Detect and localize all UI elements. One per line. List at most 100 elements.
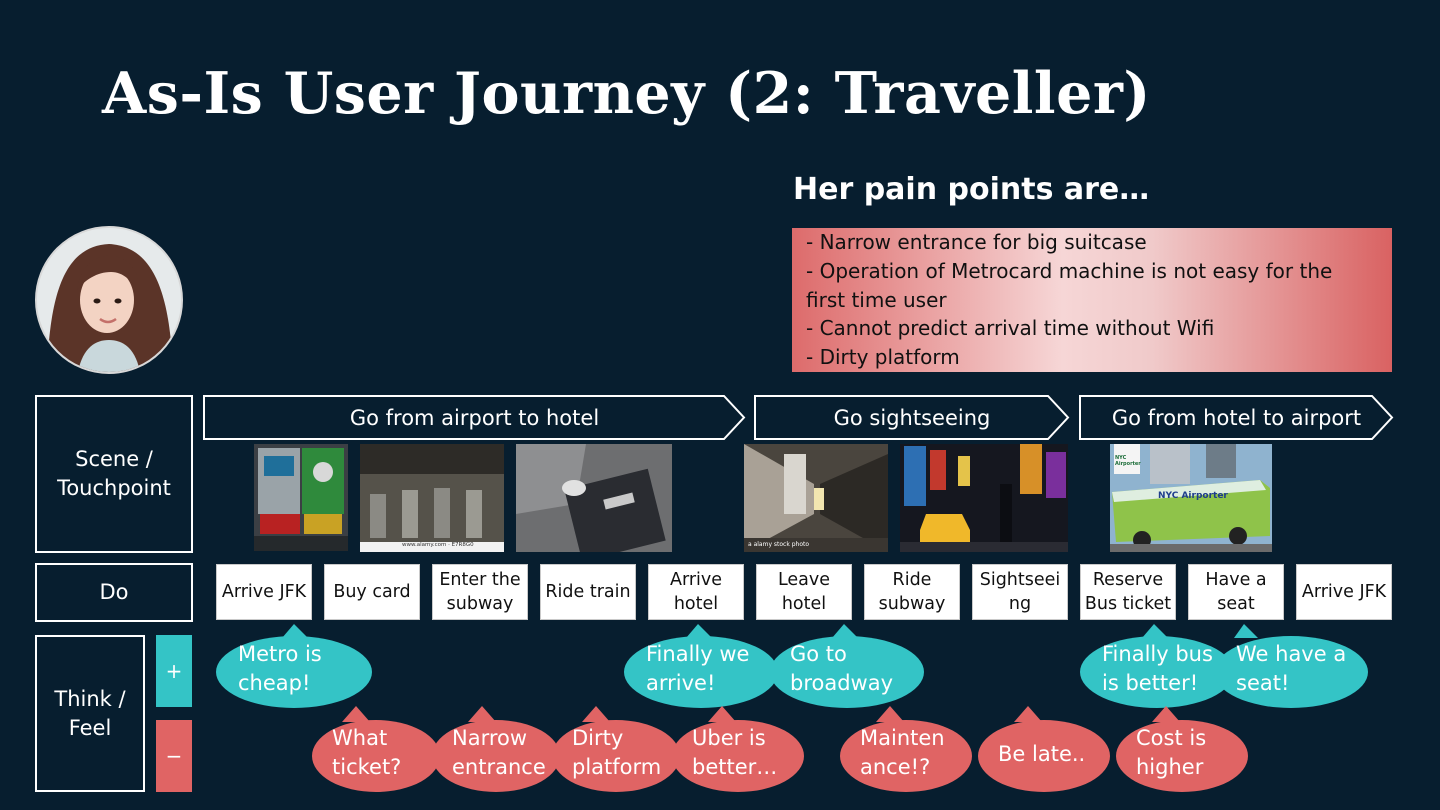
times-square-photo [900, 444, 1068, 552]
suitcase-train-photo [516, 444, 672, 552]
subway-turnstiles-photo: www.alamy.com · E7R8G0 [360, 444, 504, 552]
bus-sign-side: NYC Airporter [1158, 491, 1228, 501]
negative-bubble: Be late.. [978, 706, 1110, 792]
action-label: hotel [781, 594, 827, 614]
action-label: Reserve [1092, 570, 1164, 590]
action-label: Bus ticket [1084, 594, 1172, 614]
action-box: Ride subway [864, 564, 960, 620]
pain-point-line: - Dirty platform [806, 345, 960, 370]
bubble-label: What ticket? [332, 724, 401, 782]
bubble-label: Finally we arrive! [646, 640, 749, 698]
negative-bubble: Narrow entrance [432, 706, 560, 792]
bubble-text: entrance [452, 755, 546, 779]
bubble-text: better… [692, 755, 778, 779]
bubble-text: ance!? [860, 755, 931, 779]
bubble-text: Dirty [572, 726, 624, 750]
row-label-line: Touchpoint [57, 476, 171, 500]
pain-point-line: - Narrow entrance for big suitcase [806, 230, 1147, 254]
bus-sign-logo: NYC Airporter [1115, 455, 1141, 467]
action-label: Arrive JFK [221, 582, 307, 602]
bubble-label: Uber is better… [692, 724, 777, 782]
bubble-text: higher [1136, 755, 1204, 779]
bubble-label: Metro is cheap! [238, 640, 322, 698]
action-label: seat [1217, 594, 1255, 614]
bubble-text: We have a [1236, 642, 1347, 666]
bubble-text: cheap! [238, 671, 311, 695]
bubble-text: What [332, 726, 388, 750]
scene-chevron: Go sightseeing [754, 395, 1070, 440]
bubble-text: Mainten [860, 726, 945, 750]
bubble-text: Finally bus [1102, 642, 1213, 666]
action-box: Ride train [540, 564, 636, 620]
positive-indicator: + [156, 635, 192, 707]
bubble-text: Cost is [1136, 726, 1207, 750]
scene-label: Go from airport to hotel [349, 405, 600, 430]
bubble-text: Uber is [692, 726, 766, 750]
bubble-label: Cost is higher [1136, 724, 1206, 782]
action-label: ng [1008, 594, 1032, 614]
action-label: Sightseei [979, 570, 1061, 590]
row-label-do: Do [35, 563, 193, 622]
negative-bubble: Cost is higher [1116, 706, 1248, 792]
bubble-text: seat! [1236, 671, 1290, 695]
action-label: Enter the [439, 570, 521, 590]
positive-bubble: Metro is cheap! [216, 624, 372, 708]
bubble-text: arrive! [646, 671, 716, 695]
bubble-text: broadway [790, 671, 894, 695]
action-label: Ride [892, 570, 932, 590]
scene-chevron: Go from airport to hotel [203, 395, 746, 440]
bubble-text: Metro is [238, 642, 322, 666]
positive-bubble: We have a seat! [1214, 624, 1368, 708]
positive-bubble: Go to broadway [770, 624, 924, 708]
bubble-label: Go to broadway [790, 640, 893, 698]
page-title: As-Is User Journey (2: Traveller) [102, 60, 1151, 127]
airport-bus-photo: NYC Airporter NYC Airporter [1110, 444, 1272, 552]
action-label: Arrive [669, 570, 723, 590]
pain-point-line: first time user [806, 287, 947, 312]
pain-point-line: - Operation of Metrocard machine is not … [806, 258, 1333, 283]
row-label-scene: Scene / Touchpoint [35, 395, 193, 553]
scene-label: Go sightseeing [833, 405, 991, 430]
bubble-text: Be late.. [998, 742, 1086, 766]
negative-bubble: What ticket? [312, 706, 440, 792]
action-label: subway [446, 594, 514, 614]
action-label: Arrive JFK [1301, 582, 1387, 602]
photo-caption: a alamy stock photo [748, 541, 810, 548]
bubble-label: Mainten ance!? [860, 724, 945, 782]
positive-bubble: Finally bus is better! [1080, 624, 1234, 708]
bubble-text: Narrow [452, 726, 528, 750]
negative-bubble: Dirty platform [552, 706, 680, 792]
row-label-think: Think / Feel [35, 635, 145, 792]
bubble-text: is better! [1102, 671, 1199, 695]
bubble-label: Be late.. [998, 740, 1085, 769]
pain-points-heading: Her pain points are… [793, 172, 1150, 207]
scene-label: Go from hotel to airport [1111, 405, 1362, 430]
negative-bubble: Mainten ance!? [840, 706, 972, 792]
bubble-text: platform [572, 755, 662, 779]
negative-bubble: Uber is better… [672, 706, 804, 792]
pain-points-box: - Narrow entrance for big suitcase - Ope… [792, 228, 1392, 372]
action-box: Arrive JFK [216, 564, 312, 620]
negative-indicator: − [156, 720, 192, 792]
bubble-text: Go to [790, 642, 847, 666]
bubble-label: Dirty platform [572, 724, 661, 782]
action-box: Arrive JFK [1296, 564, 1392, 620]
bubble-text: ticket? [332, 755, 402, 779]
bubble-label: Narrow entrance [452, 724, 546, 782]
row-label-line: Scene / [75, 447, 153, 471]
action-label: subway [878, 594, 946, 614]
bubble-text: Finally we [646, 642, 750, 666]
bubble-label: Finally bus is better! [1102, 640, 1213, 698]
action-box: Buy card [324, 564, 420, 620]
row-label-line: Feel [68, 715, 112, 740]
row-label-line: Think / [54, 686, 126, 711]
persona-avatar [35, 226, 183, 374]
photo-caption: www.alamy.com · E7R8G0 [402, 542, 474, 548]
action-box: Sightseei ng [972, 564, 1068, 620]
pain-point-line: - Cannot predict arrival time without Wi… [806, 316, 1215, 341]
action-box: Enter the subway [432, 564, 528, 620]
